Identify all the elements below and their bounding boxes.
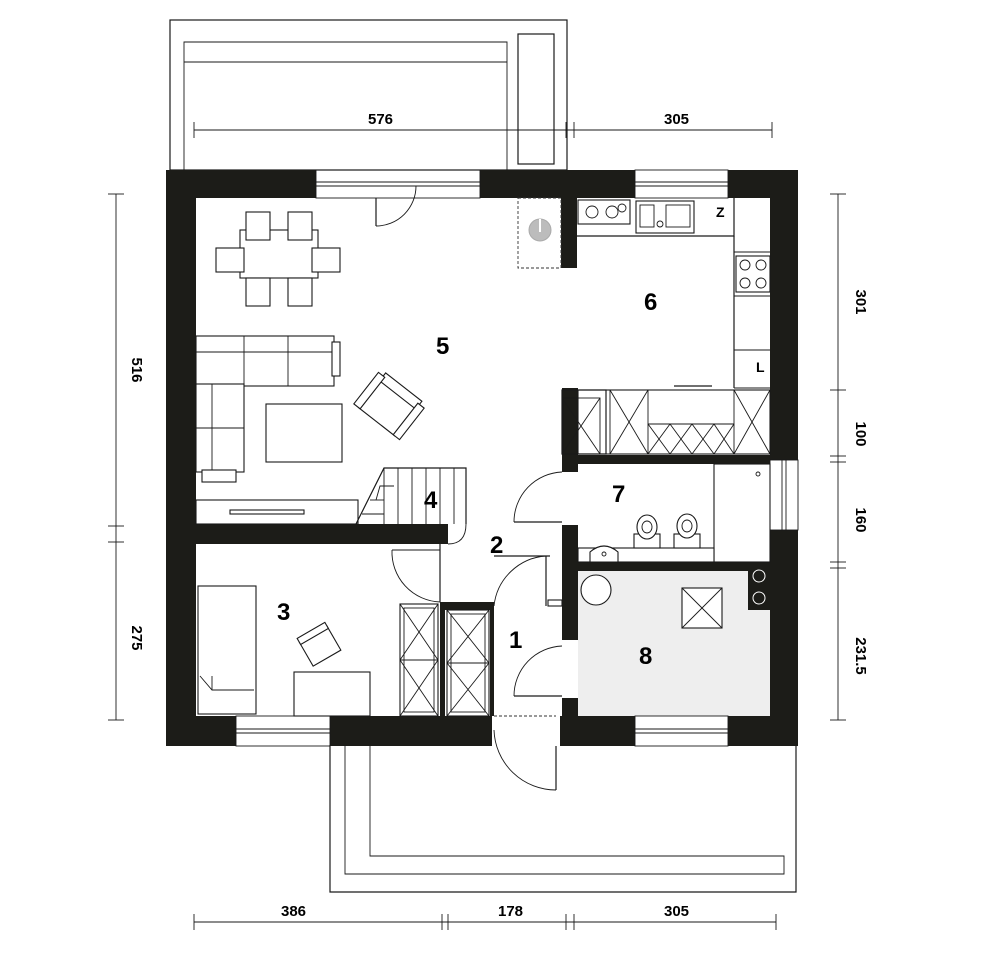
stove-icon xyxy=(735,255,771,293)
room-number-8: 8 xyxy=(639,643,652,670)
cabinet-label: L xyxy=(756,359,765,375)
windows xyxy=(235,169,799,747)
bathroom xyxy=(577,463,771,563)
dim-bottom-right: 305 xyxy=(664,903,689,920)
top-terrace xyxy=(169,19,568,171)
armchair xyxy=(353,371,425,441)
kitchen-cabinets xyxy=(561,385,771,455)
room-number-5: 5 xyxy=(436,333,449,360)
doors xyxy=(375,185,563,791)
tv-cabinet xyxy=(195,499,359,525)
fridge-label: Z xyxy=(716,204,725,220)
bidet-icon xyxy=(673,513,701,549)
room-number-1: 1 xyxy=(509,627,522,654)
dining-set xyxy=(215,211,341,307)
heater-icon xyxy=(748,564,770,610)
dim-left-top: 516 xyxy=(128,357,145,382)
dim-top-right: 305 xyxy=(664,111,689,128)
dim-right-3: 160 xyxy=(852,507,869,532)
dim-right-1: 301 xyxy=(852,289,869,314)
outer-walls xyxy=(166,170,798,746)
boiler-room xyxy=(580,564,770,629)
bedroom-furniture xyxy=(197,585,490,717)
toilet-icon xyxy=(633,514,661,549)
room-number-4: 4 xyxy=(424,487,438,514)
interior-walls xyxy=(196,198,770,718)
room-number-7: 7 xyxy=(612,481,625,508)
front-terrace xyxy=(329,745,797,893)
sofa xyxy=(195,335,341,483)
sink-icon xyxy=(635,200,695,234)
dim-top-left: 576 xyxy=(368,111,393,128)
room-number-2: 2 xyxy=(490,532,503,559)
dimension-lines xyxy=(108,122,846,930)
dim-bottom-left: 386 xyxy=(281,903,306,920)
stairs xyxy=(355,467,467,545)
hob-icon xyxy=(577,199,631,225)
hall-wardrobe xyxy=(446,609,490,717)
dim-right-2: 100 xyxy=(852,421,869,446)
desk-chair xyxy=(296,621,342,667)
washbasin-icon xyxy=(589,545,619,563)
dim-bottom-mid: 178 xyxy=(498,903,523,920)
room-number-3: 3 xyxy=(277,599,290,626)
furnace-icon xyxy=(681,587,723,629)
wardrobe xyxy=(399,603,439,717)
dim-right-4: 231.5 xyxy=(852,637,869,675)
dim-left-bottom: 275 xyxy=(128,625,145,650)
room-number-6: 6 xyxy=(644,289,657,316)
coffee-table xyxy=(265,403,343,463)
kitchen: Z L xyxy=(517,197,771,455)
